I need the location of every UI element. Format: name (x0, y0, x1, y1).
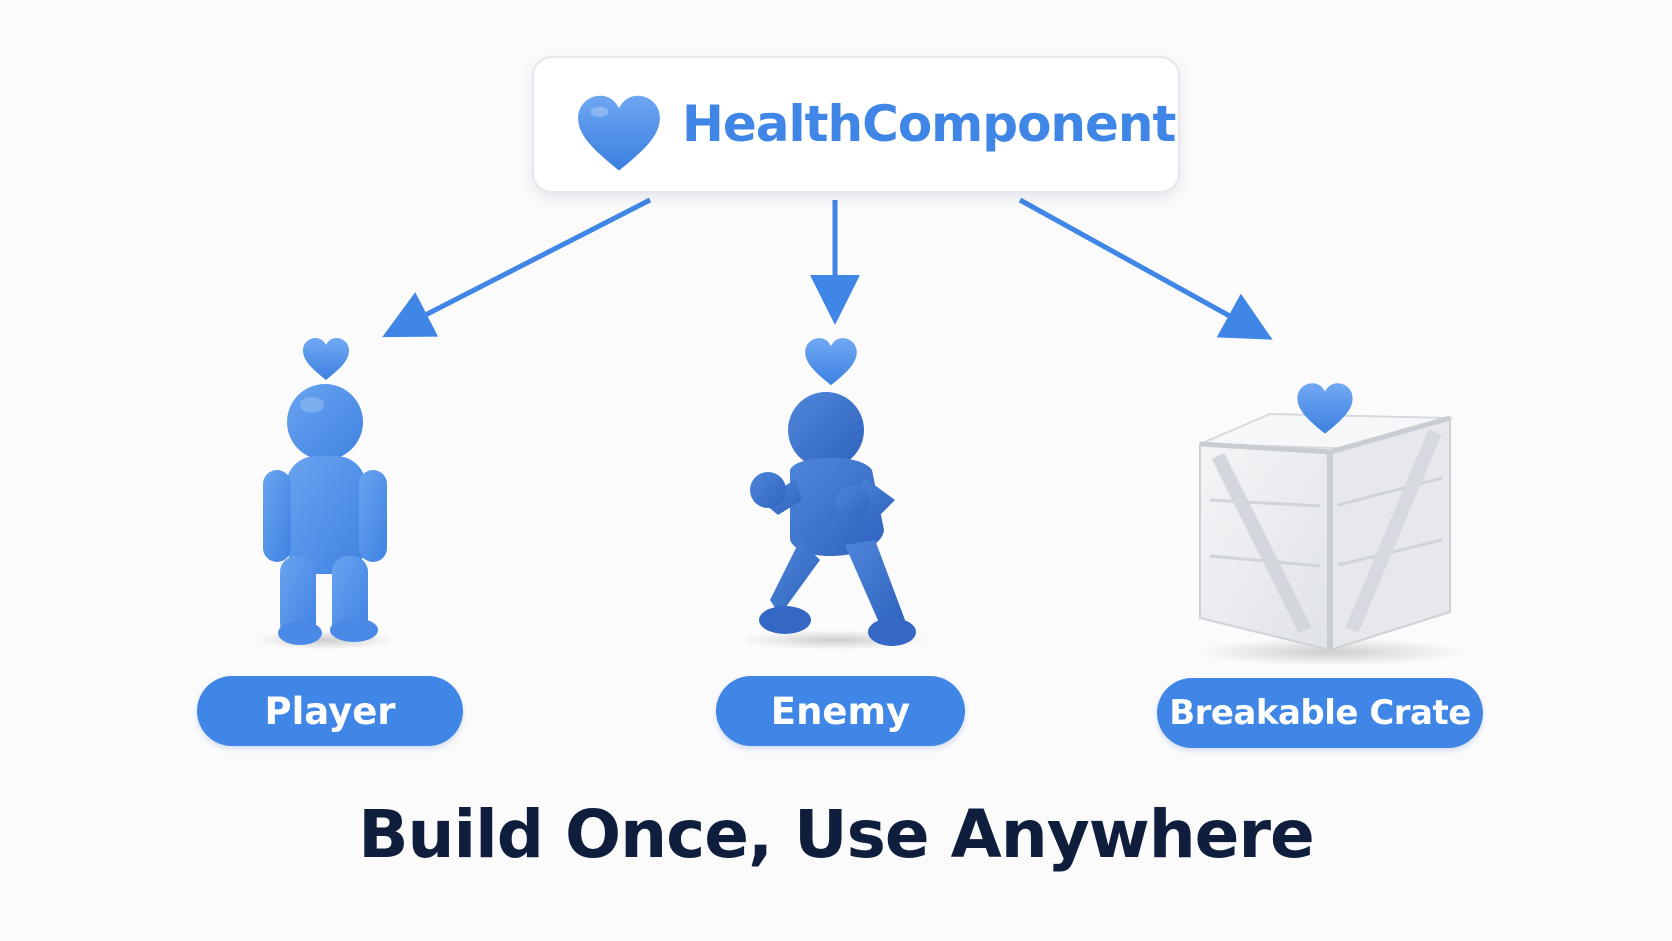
entity-label-player: Player (197, 676, 463, 746)
health-component-box: HealthComponent (532, 56, 1180, 193)
enemy-heart-icon (805, 338, 857, 386)
player-heart-icon (303, 338, 349, 380)
arrow-to-player (382, 197, 652, 338)
heart-icon (578, 95, 660, 171)
enemy-fighter-figure-icon (740, 338, 930, 650)
arrow-to-crate (1018, 197, 1273, 340)
tagline: Build Once, Use Anywhere (358, 796, 1315, 873)
component-title: HealthComponent (682, 95, 1176, 153)
wooden-crate-icon (1195, 383, 1465, 666)
entity-label-enemy: Enemy (716, 676, 965, 746)
entity-label-breakable-crate: Breakable Crate (1157, 678, 1483, 748)
player-figure-icon (255, 338, 395, 650)
crate-heart-icon (1297, 383, 1353, 434)
